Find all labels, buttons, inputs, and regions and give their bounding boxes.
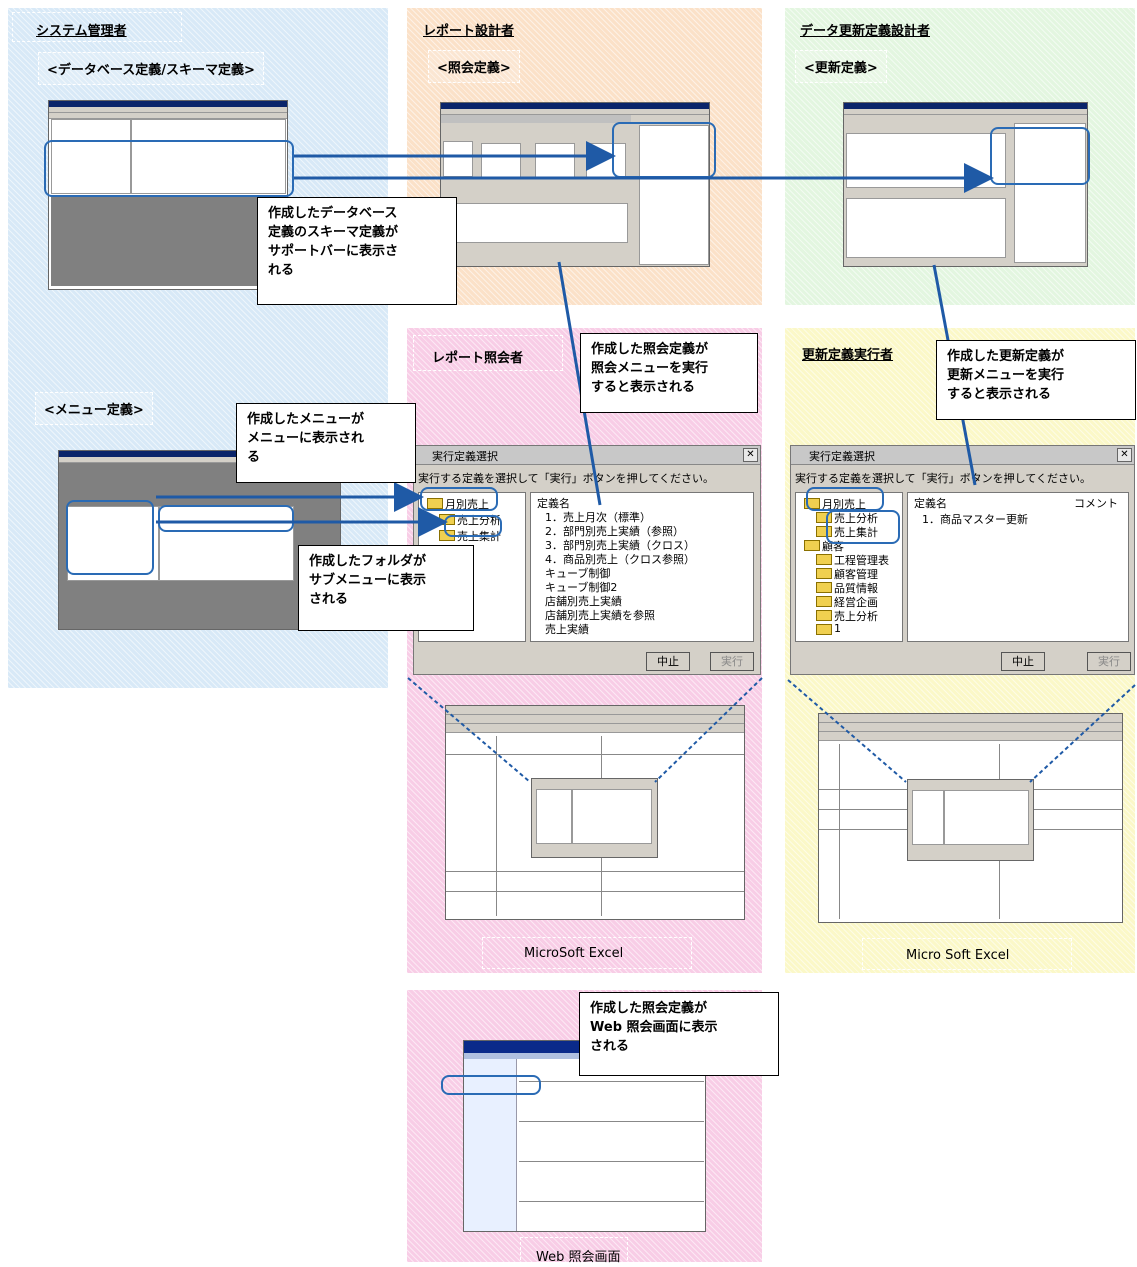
role-system-admin: システム管理者 <box>36 24 127 39</box>
column-header-comment: コメント <box>1074 497 1118 510</box>
callout-menu-shown: 作成したメニューが メニューに表示され る <box>236 403 416 483</box>
list-item[interactable]: キューブ制御 <box>545 567 611 580</box>
list-item[interactable]: キューブ制御2 <box>545 581 618 594</box>
label-excel-left-box <box>482 937 692 969</box>
label-excel-right: Micro Soft Excel <box>906 948 1010 963</box>
list-item[interactable]: 2．部門別売上実績（参照） <box>545 525 684 538</box>
tree-item[interactable]: 売上集計 <box>834 526 878 539</box>
role-update-executor: 更新定義実行者 <box>802 348 894 363</box>
column-header: 定義名 <box>914 497 947 510</box>
dialog-left-list[interactable]: 定義名 1．売上月次（標準） 2．部門別売上実績（参照） 3．部門別売上実績（ク… <box>530 492 754 642</box>
label-excel-right-box <box>862 938 1072 970</box>
screenshot-excel-right <box>818 713 1123 923</box>
list-item[interactable]: 売上実績 <box>545 623 589 636</box>
highlight-web-menu <box>441 1075 541 1095</box>
list-item[interactable]: 店舗別売上実績 <box>545 595 622 608</box>
dialog-right-titlebar: 実行定義選択 <box>791 446 1134 465</box>
highlight-update-supportbar <box>990 127 1090 185</box>
role-update-designer: データ更新定義設計者 <box>800 24 931 39</box>
dialog-right-instruction: 実行する定義を選択して「実行」ボタンを押してください。 <box>795 472 1092 485</box>
screenshot-query-definition <box>440 102 710 267</box>
callout-schema-support: 作成したデータベース 定義のスキーマ定義が サポートバーに表示さ れる <box>257 197 457 305</box>
tag-db-schema: <データベース定義/スキーマ定義> <box>38 52 264 85</box>
dialog-right-tree[interactable]: 月別売上 売上分析 売上集計 顧客 工程管理表 顧客管理 品質情報 経営企画 売… <box>795 492 903 642</box>
tree-item[interactable]: 工程管理表 <box>834 554 889 567</box>
callout-update-menu: 作成した更新定義が 更新メニューを実行 すると表示される <box>936 340 1136 420</box>
close-icon[interactable]: ✕ <box>1117 448 1132 462</box>
highlight-menu-list <box>158 505 294 532</box>
callout-folder-submenu: 作成したフォルダが サブメニューに表示 される <box>298 545 474 631</box>
callout-query-menu: 作成した照会定義が 照会メニューを実行 すると表示される <box>580 333 758 413</box>
tree-item[interactable]: 売上分析 <box>457 514 501 527</box>
tree-item[interactable]: 月別売上 <box>445 498 489 511</box>
tag-query-def: <照会定義> <box>428 50 520 83</box>
list-item[interactable]: 3．部門別売上実績（クロス） <box>545 539 695 552</box>
tree-item[interactable]: 1 <box>834 622 841 635</box>
list-item[interactable]: 1．商品マスター更新 <box>922 513 1028 526</box>
dialog-left-titlebar: 実行定義選択 <box>414 446 760 465</box>
cancel-button[interactable]: 中止 <box>646 652 690 671</box>
callout-web-query: 作成した照会定義が Web 照会画面に表示 される <box>579 992 779 1076</box>
label-web-screen-box <box>520 1237 628 1265</box>
tree-item[interactable]: 顧客管理 <box>834 568 878 581</box>
role-box-system-admin <box>12 12 182 42</box>
screenshot-excel-left <box>445 705 745 920</box>
tree-item[interactable]: 経営企画 <box>834 596 878 609</box>
list-item[interactable]: 4．商品別売上（クロス参照） <box>545 553 695 566</box>
cancel-button[interactable]: 中止 <box>1001 652 1045 671</box>
dialog-right: 実行定義選択 ✕ 実行する定義を選択して「実行」ボタンを押してください。 月別売… <box>790 445 1135 675</box>
screenshot-update-definition <box>843 102 1088 267</box>
run-button[interactable]: 実行 <box>1087 652 1131 671</box>
role-box-report-viewer <box>413 335 563 371</box>
highlight-db-tree <box>44 140 294 197</box>
role-report-designer: レポート設計者 <box>423 24 515 39</box>
role-report-viewer: レポート照会者 <box>432 351 524 366</box>
tree-item[interactable]: 月別売上 <box>822 498 866 511</box>
run-button[interactable]: 実行 <box>710 652 754 671</box>
tag-update-def: <更新定義> <box>795 50 887 83</box>
column-header: 定義名 <box>537 497 570 510</box>
highlight-dialog-right-sub <box>826 510 900 544</box>
label-web-screen: Web 照会画面 <box>536 1250 621 1265</box>
close-icon[interactable]: ✕ <box>743 448 758 462</box>
highlight-menu-tree <box>66 500 154 575</box>
tree-item[interactable]: 売上分析 <box>834 512 878 525</box>
dialog-right-list[interactable]: 定義名 コメント 1．商品マスター更新 <box>907 492 1129 642</box>
tree-item[interactable]: 売上分析 <box>834 610 878 623</box>
label-excel-left: MicroSoft Excel <box>524 946 624 961</box>
dialog-left-instruction: 実行する定義を選択して「実行」ボタンを押してください。 <box>418 472 715 485</box>
tree-item[interactable]: 品質情報 <box>834 582 878 595</box>
list-item[interactable]: 店舗別売上実績を参照 <box>545 609 655 622</box>
list-item[interactable]: 1．売上月次（標準） <box>545 511 651 524</box>
tag-menu-def: <メニュー定義> <box>35 392 153 425</box>
